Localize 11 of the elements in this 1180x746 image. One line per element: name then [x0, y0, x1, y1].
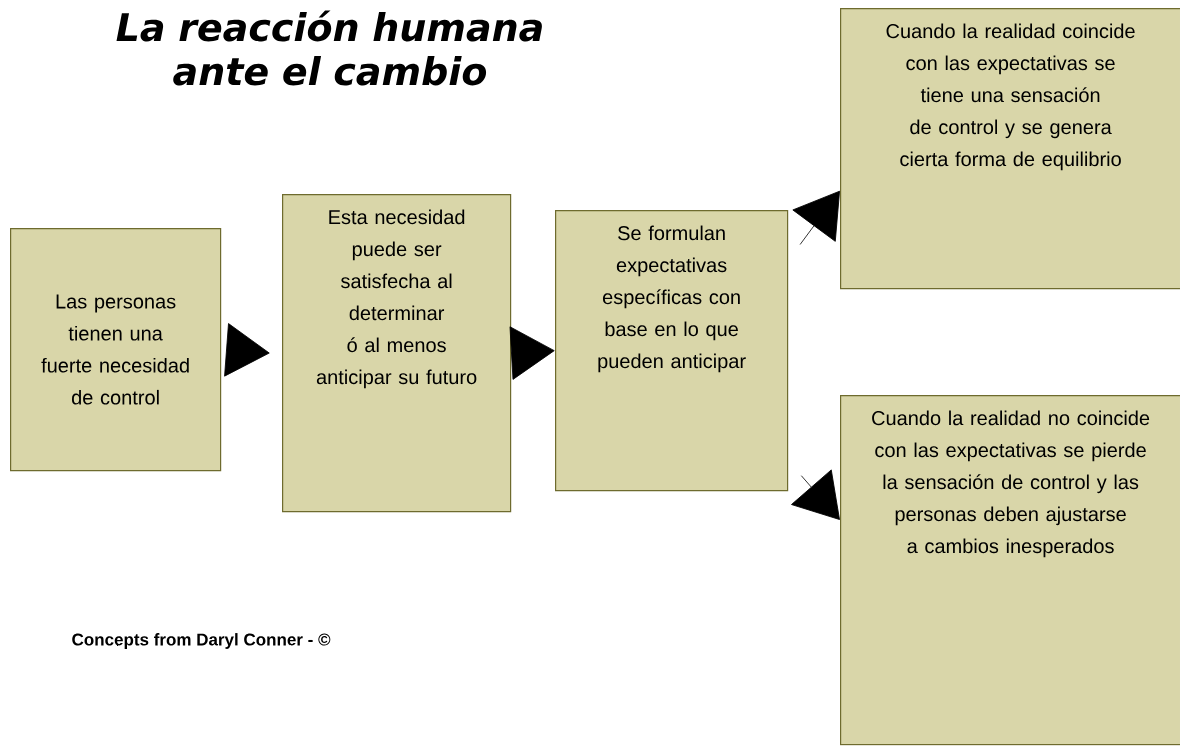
- process-box: Se formulan expectativas específicas con base en lo que pueden anticipar: [555, 210, 789, 492]
- process-box: Las personas tienen una fuerte necesidad de control: [10, 228, 222, 472]
- process-box: Esta necesidad puede ser satisfecha al determinar ó al menos anticipar su futuro: [282, 194, 512, 513]
- arrow: [224, 323, 270, 377]
- arrow: [791, 469, 840, 520]
- process-box: Cuando la realidad coincide con las expectativas se tiene una sensación de control y se genera cierta forma de equilibrio: [840, 8, 1180, 290]
- title: La reacción humana ante el cambio: [116, 10, 542, 86]
- footnote: Concepts from Daryl Conner - ©: [72, 633, 331, 649]
- process-box: Cuando la realidad no coincide con las expectativas se pierde la sensación de control y las personas deben ajustarse a cambios inesperados: [840, 395, 1180, 746]
- arrow: [509, 326, 555, 380]
- arrow: [792, 190, 840, 245]
